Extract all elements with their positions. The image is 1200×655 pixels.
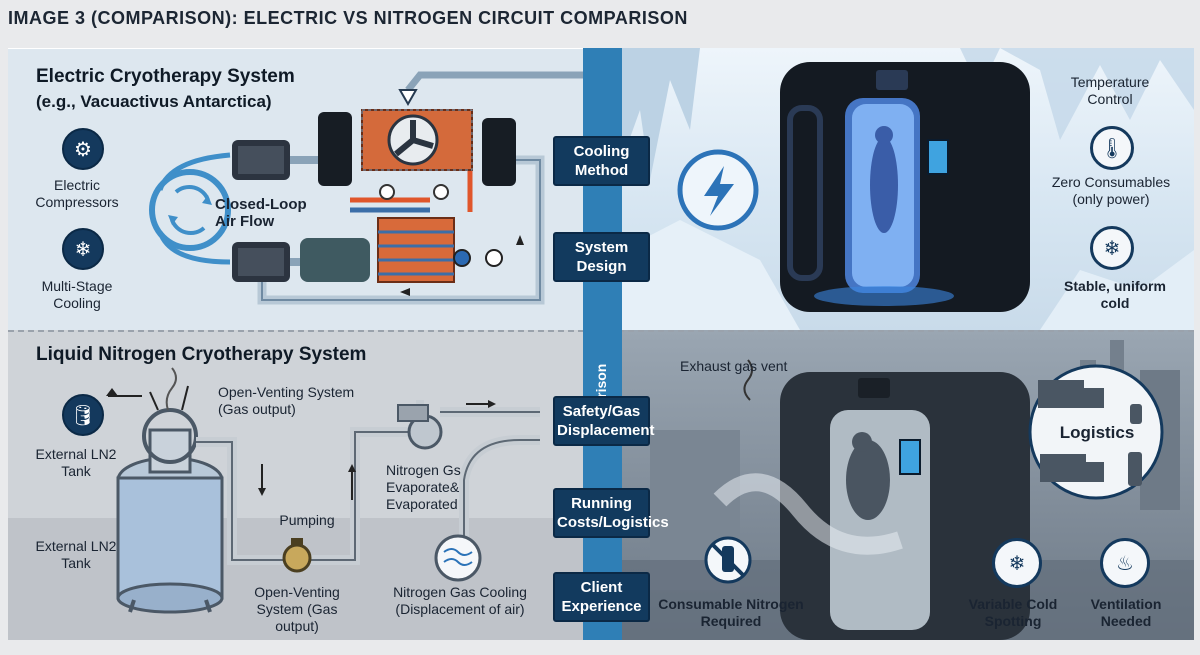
electric-subheading: (e.g., Vacuactivus Antarctica) — [36, 92, 272, 111]
snowflake-icon: ❄ — [992, 538, 1042, 588]
ln2-tank-label-top: External LN2 Tank — [35, 446, 117, 479]
vent-label-top: Open-Venting System (Gas output) — [218, 384, 355, 417]
motor-icon: ⚙ — [62, 128, 104, 170]
category-running-costs: Running Costs/Logistics — [553, 488, 669, 538]
tank-icon: 🛢 — [62, 394, 104, 436]
pumping-label: Pumping — [279, 512, 335, 528]
ln2-tank-label-bottom: External LN2 Tank — [35, 538, 117, 571]
snowflake-icon: ❄ — [1090, 226, 1134, 270]
gas-cooling-label: Nitrogen Gas Cooling (Displacement of ai… — [393, 584, 527, 617]
category-safety-gas: Safety/Gas Displacement — [553, 396, 655, 446]
category-cooling-method: Cooling Method — [553, 136, 650, 186]
temperature-control-label: Temperature Control — [1070, 74, 1150, 107]
compressors-label: Electric Compressors — [35, 177, 119, 210]
electric-system-panel — [8, 48, 583, 331]
category-client-experience: Client Experience — [553, 572, 650, 622]
thermometer-icon: 🌡 — [1090, 126, 1134, 170]
vent-label-bottom: Open-Venting System (Gas output) — [254, 584, 340, 634]
closed-loop-label: Closed-Loop Air Flow — [215, 196, 307, 230]
nitrogen-system-panel — [8, 330, 583, 640]
nitrogen-heading: Liquid Nitrogen Cryotherapy System — [36, 344, 367, 365]
page-title: IMAGE 3 (COMPARISON): ELECTRIC VS NITROG… — [8, 8, 688, 28]
ventilation-icon: ♨ — [1100, 538, 1150, 588]
ventilation-label: Ventilation Needed — [1090, 596, 1162, 629]
exhaust-vent-label: Exhaust gas vent — [680, 358, 788, 374]
snowflake-icon: ❄ — [62, 228, 104, 270]
zero-consumables-label: Zero Consumables (only power) — [1051, 174, 1171, 207]
stable-cold-label: Stable, uniform cold — [1064, 278, 1166, 311]
evaporate-label: Nitrogen Gs Evaporate& Evaporated — [386, 462, 461, 512]
multistage-label: Multi-Stage Cooling — [41, 278, 113, 311]
logistics-label: Logistics — [1059, 423, 1135, 442]
electric-heading: Electric Cryotherapy System — [36, 66, 295, 87]
variable-cold-label: Variable Cold Spotting — [968, 596, 1058, 629]
category-system-design: System Design — [553, 232, 650, 282]
consumable-nitrogen-label: Consumable Nitrogen Required — [658, 596, 804, 629]
